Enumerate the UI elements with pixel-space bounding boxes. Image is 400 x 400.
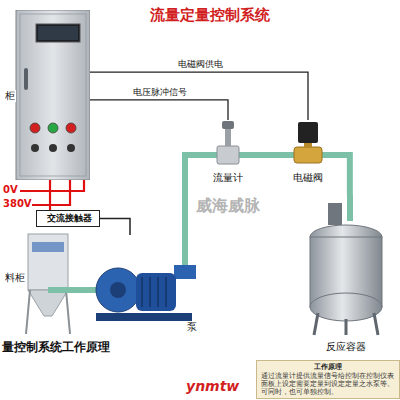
component-node: 柜 [4,10,90,180]
wire [90,100,228,120]
component-node: 流量计 [203,120,253,190]
signal-label: 电压脉冲信号 [131,87,189,98]
voltage-label: 380V [3,198,32,210]
pipe [333,155,350,195]
pipe [185,155,203,235]
control-cabinet [4,10,90,180]
component-label: 泵 [186,321,198,333]
component-node: 交流接触器 [36,210,100,227]
component-label: 电磁阀 [292,172,324,184]
reactor-figure [298,195,394,357]
component-label: 流量计 [212,172,244,184]
component-label: 交流接触器 [46,213,93,224]
component-label: 工作原理 [261,363,395,372]
wire [90,72,308,120]
component-node: 料柜 [4,232,76,336]
component-label: 料柜 [4,272,26,284]
pipe [76,287,88,293]
voltage-label: 0V [3,184,18,196]
watermark: ynmtw [186,378,239,395]
caption: 量控制系统工作原理 [2,340,110,354]
body-text: 通过流量计提供流量信号给控制在控制仪表面板上设定需要定量到设定定量之水泵等。可同… [261,372,395,396]
material-silo-figure [4,232,76,336]
component-label: 反应容器 [325,341,367,353]
pipe [253,152,283,158]
power-wire [20,180,84,191]
power-wire [32,180,70,205]
watermark: 威海威脉 [196,196,260,215]
component-node: 工作原理通过流量计提供流量信号给控制在控制仪表面板上设定需要定量到设定定量之水泵… [256,360,400,399]
wire [100,219,130,236]
component-label: 柜 [4,90,16,102]
signal-label: 电磁阀供电 [176,59,225,70]
component-node: 反应容器 [298,195,394,357]
component-node: 泵 [88,235,200,335]
title: 流量定量控制系统 [150,6,270,24]
component-node: 电磁阀 [283,120,333,190]
pump-figure [88,235,200,335]
